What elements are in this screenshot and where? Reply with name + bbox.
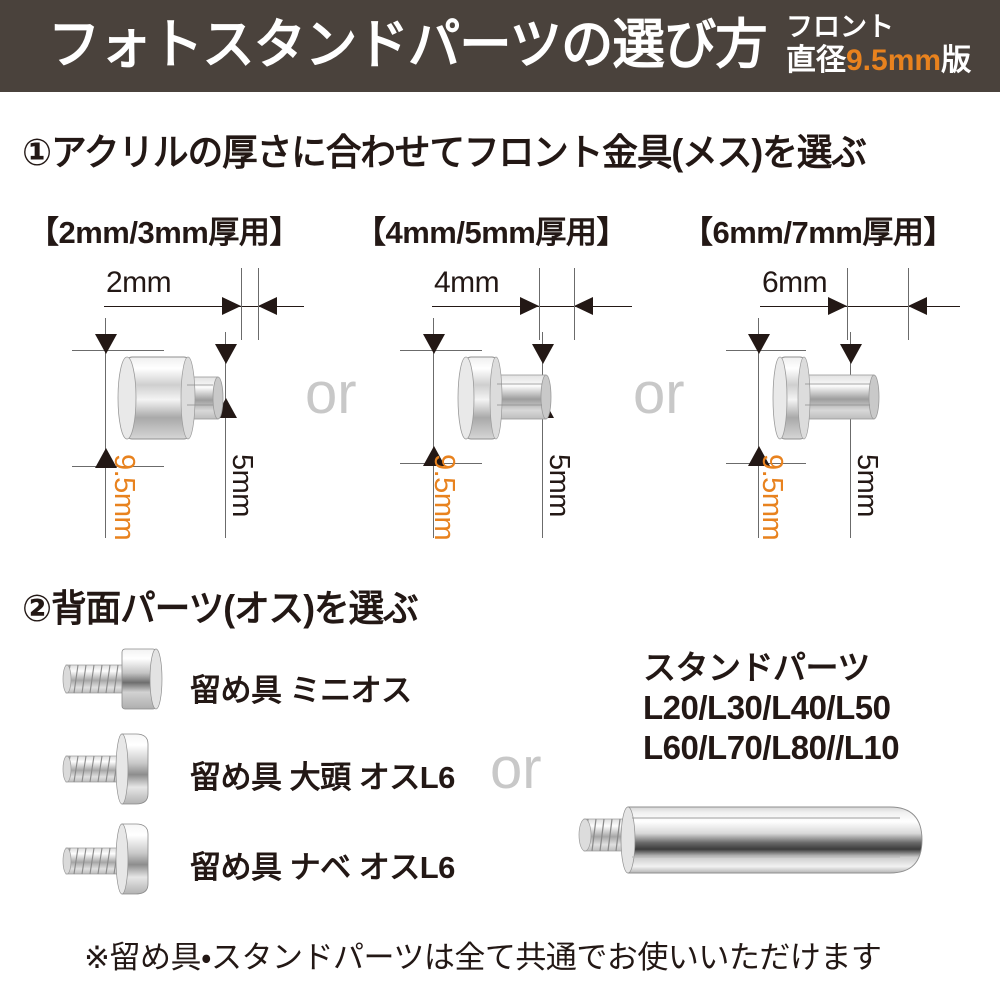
arrow-left-icon xyxy=(908,297,927,315)
arrow-up-icon xyxy=(95,448,117,468)
front-fitting-diagram-1: 4mm 9.5mm 5mm xyxy=(390,258,690,541)
header-variant-prefix: 直径 xyxy=(786,44,846,77)
screw-row-0: 留め具 ミニオス xyxy=(62,643,412,720)
extension-tick xyxy=(574,268,575,340)
extension-tick xyxy=(258,268,259,340)
front-fitting-part-icon-2 xyxy=(772,356,880,440)
dim-width-label-0: 2mm xyxy=(106,266,172,299)
screw-label-0: 留め具 ミニオス xyxy=(190,673,412,708)
screw-label-1: 留め具 大頭 オスL6 xyxy=(190,760,455,795)
front-fitting-diagram-0: 2mm 9.5mm 5mm xyxy=(62,258,362,541)
arrow-right-icon xyxy=(828,297,847,315)
dim-width-label-1: 4mm xyxy=(434,266,500,299)
footnote-text: ※留め具・スタンドパーツは全て共通でお使いいただけます xyxy=(84,940,882,975)
header-variant-suffix: 版 xyxy=(941,44,972,77)
arrow-down-icon xyxy=(95,334,117,354)
arrow-up-icon xyxy=(423,446,445,466)
dim-diameter-label-2: 9.5mm xyxy=(756,454,788,541)
front-fitting-part-icon-0 xyxy=(117,356,224,440)
arrow-down-icon xyxy=(423,334,445,354)
extension-tick xyxy=(72,466,164,467)
arrow-down-icon xyxy=(748,334,770,354)
extension-tick xyxy=(539,268,540,340)
arrow-up-icon xyxy=(748,446,770,466)
screw-row-2: 留め具 ナベ オスL6 xyxy=(62,820,455,903)
screw-mini-icon xyxy=(62,648,163,710)
stand-parts-sizes-line1: L20/L30/L40/L50 xyxy=(643,689,891,726)
dim-width-line-0 xyxy=(104,306,304,307)
screw-row-1: 留め具 大頭 オスL6 xyxy=(62,730,455,813)
thickness-label-1: 【4mm/5mm厚用】 xyxy=(355,215,627,250)
front-fitting-part-icon-1 xyxy=(457,356,552,440)
header-variant-diameter: 9.5mm xyxy=(846,44,942,77)
header-variant-line2: 直径9.5mm版 xyxy=(786,44,986,78)
dim-length-line-0 xyxy=(225,332,226,538)
stand-parts-title: スタンドパーツ xyxy=(643,649,870,686)
dim-diameter-label-1: 9.5mm xyxy=(428,454,460,541)
extension-tick xyxy=(847,268,848,340)
dim-diameter-line-1 xyxy=(433,318,434,538)
extension-tick xyxy=(241,268,242,340)
arrow-left-icon xyxy=(574,297,593,315)
header-variant-line1: フロント xyxy=(786,12,894,42)
dim-length-label-2: 5mm xyxy=(851,454,883,517)
screw-pan-head-icon xyxy=(62,823,149,895)
dim-diameter-line-2 xyxy=(758,318,759,538)
front-fitting-diagram-2: 6mm 9.5mm 5mm xyxy=(718,258,1000,541)
header-bar: フォトスタンドパーツの選び方 フロント 直径9.5mm版 xyxy=(0,0,1000,92)
thickness-label-2: 【6mm/7mm厚用】 xyxy=(682,215,954,250)
dim-length-label-0: 5mm xyxy=(226,454,258,517)
extension-tick xyxy=(72,350,164,351)
stand-parts-sizes-line2: L60/L70/L80//L10 xyxy=(643,729,900,766)
page-title: フォトスタンドパーツの選び方 xyxy=(48,15,768,75)
dim-length-line-2 xyxy=(850,332,851,538)
or-separator-0: or xyxy=(305,361,357,426)
screw-label-2: 留め具 ナベ オスL6 xyxy=(190,850,455,885)
dim-diameter-line-0 xyxy=(105,318,106,538)
extension-tick xyxy=(908,268,909,340)
or-separator-1: or xyxy=(633,361,685,426)
dim-diameter-label-0: 9.5mm xyxy=(108,454,140,541)
section-1-title: ①アクリルの厚さに合わせてフロント金具(メス)を選ぶ xyxy=(22,132,867,173)
dim-length-line-1 xyxy=(542,332,543,538)
arrow-right-icon xyxy=(520,297,539,315)
arrow-right-icon xyxy=(222,297,241,315)
screw-large-head-icon xyxy=(62,733,149,805)
stand-post-icon xyxy=(578,806,923,874)
or-separator-2: or xyxy=(490,736,542,801)
arrow-down-icon xyxy=(840,344,862,364)
stand-parts-text: スタンドパーツ L20/L30/L40/L50 L60/L70/L80//L10 xyxy=(643,648,900,768)
dim-width-line-2 xyxy=(760,306,960,307)
dim-width-label-2: 6mm xyxy=(762,266,828,299)
arrow-down-icon xyxy=(215,344,237,364)
header-variant-label: フロント 直径9.5mm版 xyxy=(786,10,986,78)
arrow-left-icon xyxy=(258,297,277,315)
thickness-label-0: 【2mm/3mm厚用】 xyxy=(28,215,300,250)
section-2-title: ②背面パーツ(オス)を選ぶ xyxy=(22,588,419,629)
dim-length-label-1: 5mm xyxy=(543,454,575,517)
arrow-down-icon xyxy=(532,344,554,364)
